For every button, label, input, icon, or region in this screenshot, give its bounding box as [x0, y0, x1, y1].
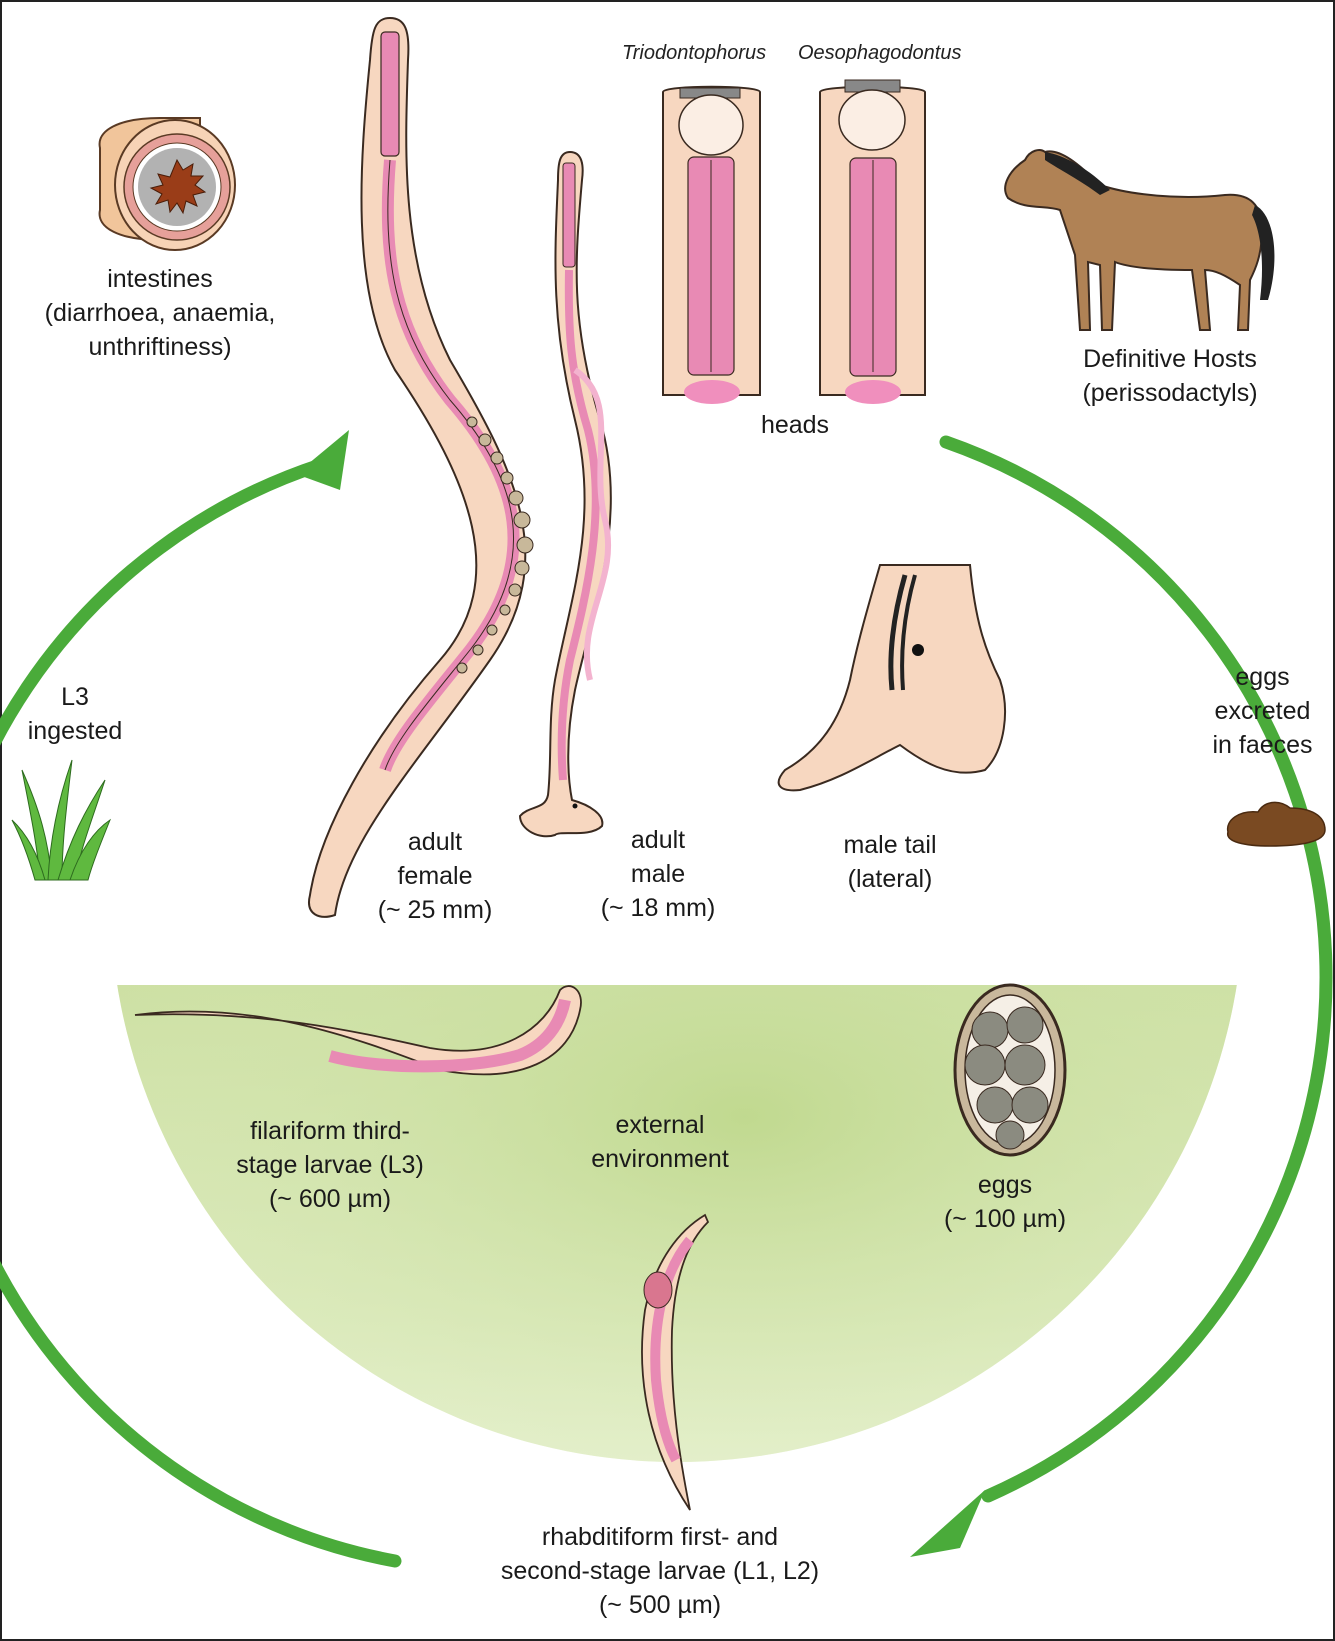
genus-label-oesophagodontus: Oesophagodontus [798, 42, 961, 65]
eggs-excreted-line-1: eggs [1195, 660, 1330, 694]
arrowhead-bottom-right [910, 1490, 985, 1557]
male-tail-line-1: male tail [815, 828, 965, 862]
heads-illustration [663, 80, 925, 404]
heads-label: heads [740, 408, 850, 442]
genus-label-triodontophorus: Triodontophorus [622, 42, 766, 65]
arrowhead-top-left [296, 430, 349, 490]
l3-larvae-line-1: filariform third- [200, 1114, 460, 1148]
horse-icon [1005, 150, 1274, 330]
l1-l2-line-2: second-stage larvae (L1, L2) [470, 1554, 850, 1588]
intestines-label-line-1: intestines [40, 262, 280, 296]
adult-female-line-2: female [355, 859, 515, 893]
external-environment-label: external environment [570, 1108, 750, 1176]
hosts-label-line-2: (perissodactyls) [1050, 376, 1290, 410]
adult-male-label: adult male (~ 18 mm) [578, 823, 738, 925]
egg-icon [955, 985, 1065, 1155]
grass-icon [12, 760, 110, 880]
l3-ingested-line-1: L3 [10, 680, 140, 714]
l1-l2-larvae-label: rhabditiform first- and second-stage lar… [470, 1520, 850, 1622]
intestines-label: intestines (diarrhoea, anaemia, unthrift… [40, 262, 280, 364]
external-line-2: environment [570, 1142, 750, 1176]
l3-ingested-label: L3 ingested [10, 680, 140, 748]
adult-male-line-1: adult [578, 823, 738, 857]
adult-female-line-1: adult [355, 825, 515, 859]
heads-label-text: heads [740, 408, 850, 442]
l3-larvae-line-2: stage larvae (L3) [200, 1148, 460, 1182]
male-tail-illustration [779, 565, 1005, 790]
intestine-icon [100, 118, 235, 250]
adult-female-label: adult female (~ 25 mm) [355, 825, 515, 927]
intestines-label-line-2: (diarrhoea, anaemia, [40, 296, 280, 330]
definitive-hosts-label: Definitive Hosts (perissodactyls) [1050, 342, 1290, 410]
eggs-excreted-label: eggs excreted in faeces [1195, 660, 1330, 762]
hosts-label-line-1: Definitive Hosts [1050, 342, 1290, 376]
l3-ingested-line-2: ingested [10, 714, 140, 748]
adult-female-line-3: (~ 25 mm) [355, 893, 515, 927]
faeces-icon [1228, 802, 1325, 846]
male-tail-label: male tail (lateral) [815, 828, 965, 896]
external-line-1: external [570, 1108, 750, 1142]
l3-larvae-line-3: (~ 600 µm) [200, 1182, 460, 1216]
male-tail-line-2: (lateral) [815, 862, 965, 896]
adult-male-worm [520, 152, 611, 836]
l1-l2-line-3: (~ 500 µm) [470, 1588, 850, 1622]
eggs-excreted-line-3: in faeces [1195, 728, 1330, 762]
eggs-line-2: (~ 100 µm) [925, 1202, 1085, 1236]
l3-larvae-label: filariform third- stage larvae (L3) (~ 6… [200, 1114, 460, 1216]
adult-male-line-2: male [578, 857, 738, 891]
intestines-label-line-3: unthriftiness) [40, 330, 280, 364]
eggs-excreted-line-2: excreted [1195, 694, 1330, 728]
adult-male-line-3: (~ 18 mm) [578, 891, 738, 925]
l1-l2-line-1: rhabditiform first- and [470, 1520, 850, 1554]
eggs-label: eggs (~ 100 µm) [925, 1168, 1085, 1236]
eggs-line-1: eggs [925, 1168, 1085, 1202]
